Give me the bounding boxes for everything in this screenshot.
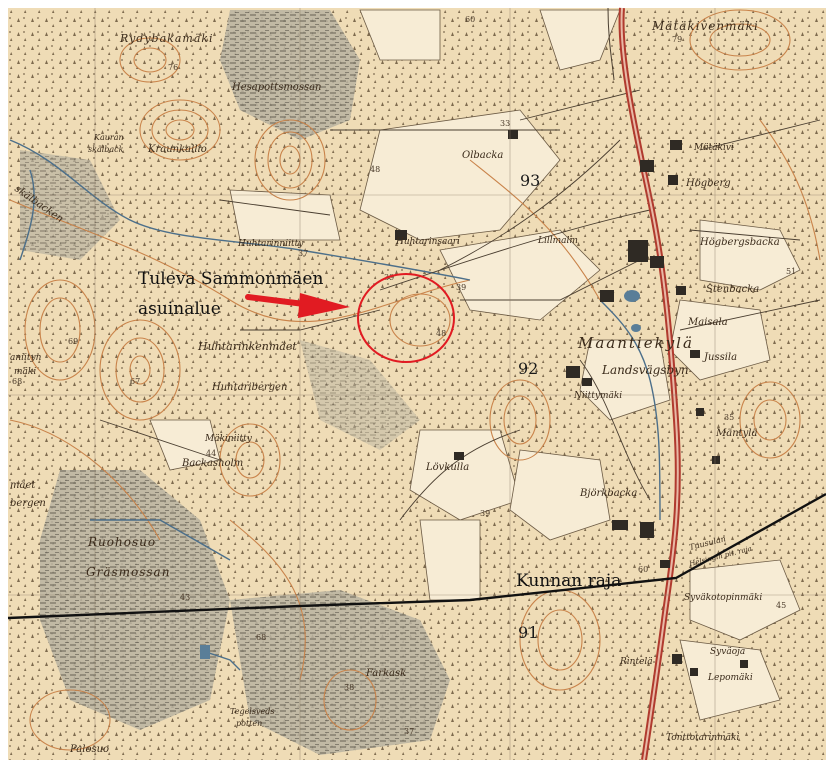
place-name: Jussila bbox=[702, 352, 737, 363]
grid-numbers: 93 92 91 bbox=[518, 171, 540, 642]
elevation-label: 60 bbox=[638, 565, 648, 574]
place-name: Tonttotarinmäki bbox=[666, 733, 739, 743]
elevation-labels: 76 60 79 48 37 39 39 48 69 67 68 44 39 4… bbox=[12, 15, 796, 736]
place-name: Kauran bbox=[93, 133, 124, 142]
place-name: Niittymäki bbox=[573, 391, 622, 401]
place-name: potten bbox=[236, 719, 262, 728]
elevation-label: 68 bbox=[12, 377, 22, 386]
place-name: Ruohosuo bbox=[87, 535, 156, 549]
municipal-border-line bbox=[7, 492, 826, 620]
ponds bbox=[200, 290, 641, 659]
place-name: Högberg bbox=[685, 178, 731, 189]
elevation-label: 67 bbox=[130, 377, 140, 386]
elevation-label: 45 bbox=[776, 601, 786, 610]
elevation-label: 69 bbox=[68, 337, 78, 346]
place-name: Huhtarinniitty bbox=[237, 239, 304, 249]
place-name: skälback bbox=[88, 145, 124, 154]
elevation-label: 44 bbox=[206, 449, 216, 458]
place-name: Huhtarinkenmäet bbox=[197, 340, 297, 353]
map-grid bbox=[8, 8, 826, 760]
elevation-label: 60 bbox=[465, 15, 475, 24]
place-names: Rydybakamäki Hesapottsmossan Kraunkallio… bbox=[10, 19, 780, 755]
place-name: Björkbacka bbox=[579, 488, 637, 499]
red-arrow-icon bbox=[245, 293, 350, 318]
elevation-label: 79 bbox=[672, 35, 682, 44]
place-name: Maisala bbox=[687, 317, 728, 328]
place-name: Farkask bbox=[365, 668, 406, 679]
elevation-label: 76 bbox=[168, 63, 178, 72]
place-name: Mätäkivenmäki bbox=[651, 19, 759, 33]
place-name: Palosuo bbox=[69, 744, 109, 755]
elevation-label: 33 bbox=[500, 119, 510, 128]
streams bbox=[9, 139, 661, 671]
map-frame-left bbox=[0, 0, 8, 760]
grid-number-91: 91 bbox=[518, 623, 538, 642]
elevation-label: 68 bbox=[256, 633, 266, 642]
place-name: Backasholm bbox=[181, 458, 243, 469]
place-name: Huhtaribergen bbox=[211, 382, 287, 393]
map-frame-top bbox=[0, 0, 826, 8]
elevation-label: 48 bbox=[370, 165, 380, 174]
place-name: Mäkiniitty bbox=[204, 434, 253, 444]
border-label: Kunnan raja bbox=[516, 571, 621, 591]
place-name: Lillmalm bbox=[537, 236, 578, 246]
place-name: Lövkulla bbox=[425, 462, 469, 473]
elevation-label: 37 bbox=[298, 249, 308, 258]
annotations: Tuleva Sammonmäen asuinalue Kunnan raja bbox=[138, 269, 621, 591]
highlight-circle bbox=[357, 273, 455, 363]
place-name: Mäntylä bbox=[715, 428, 758, 439]
buildings bbox=[395, 130, 748, 676]
place-name: mäki bbox=[14, 367, 36, 377]
elevation-label: 38 bbox=[344, 683, 354, 692]
elevation-label: 39 bbox=[456, 283, 466, 292]
place-name: aniityn bbox=[10, 353, 42, 363]
place-name: Hesapottsmossan bbox=[231, 82, 322, 93]
elevation-label: 39 bbox=[480, 509, 490, 518]
place-name: mäet bbox=[10, 480, 36, 491]
contour-lines bbox=[9, 9, 821, 751]
place-name: Huhtarinsaari bbox=[395, 237, 460, 247]
tracks bbox=[99, 89, 821, 521]
elevation-label: 51 bbox=[786, 267, 796, 276]
grid-number-92: 92 bbox=[518, 359, 538, 378]
elevation-label: 48 bbox=[436, 329, 446, 338]
place-name: Stenbacka bbox=[706, 284, 759, 295]
place-name: Kraunkallio bbox=[147, 144, 207, 155]
area-label-line1: Tuleva Sammonmäen bbox=[138, 269, 323, 289]
elevation-label: 35 bbox=[724, 413, 734, 422]
elevation-label: 37 bbox=[404, 727, 414, 736]
place-name: Rydybakamäki bbox=[119, 32, 214, 45]
place-name: Landsvägsbyn bbox=[601, 363, 689, 377]
place-name: Maantiekylä bbox=[577, 334, 694, 352]
place-name: Mätäkivi bbox=[693, 143, 734, 153]
place-name: Syväkotopinmäki bbox=[684, 593, 762, 603]
main-road bbox=[607, 7, 681, 760]
place-name: Högbergsbacka bbox=[699, 237, 780, 248]
place-name: Syväoja bbox=[710, 647, 745, 657]
elevation-label: 43 bbox=[180, 593, 190, 602]
place-name: Gräsmossan bbox=[86, 565, 170, 579]
place-name: bergen bbox=[10, 498, 46, 509]
place-name: Lepomäki bbox=[707, 673, 753, 683]
area-label-line2: asuinalue bbox=[138, 299, 221, 319]
grid-number-93: 93 bbox=[520, 171, 540, 190]
place-name: Olbacka bbox=[462, 150, 503, 161]
place-name: Rintelä bbox=[619, 657, 653, 667]
place-name: Tegelsveds bbox=[230, 707, 274, 716]
